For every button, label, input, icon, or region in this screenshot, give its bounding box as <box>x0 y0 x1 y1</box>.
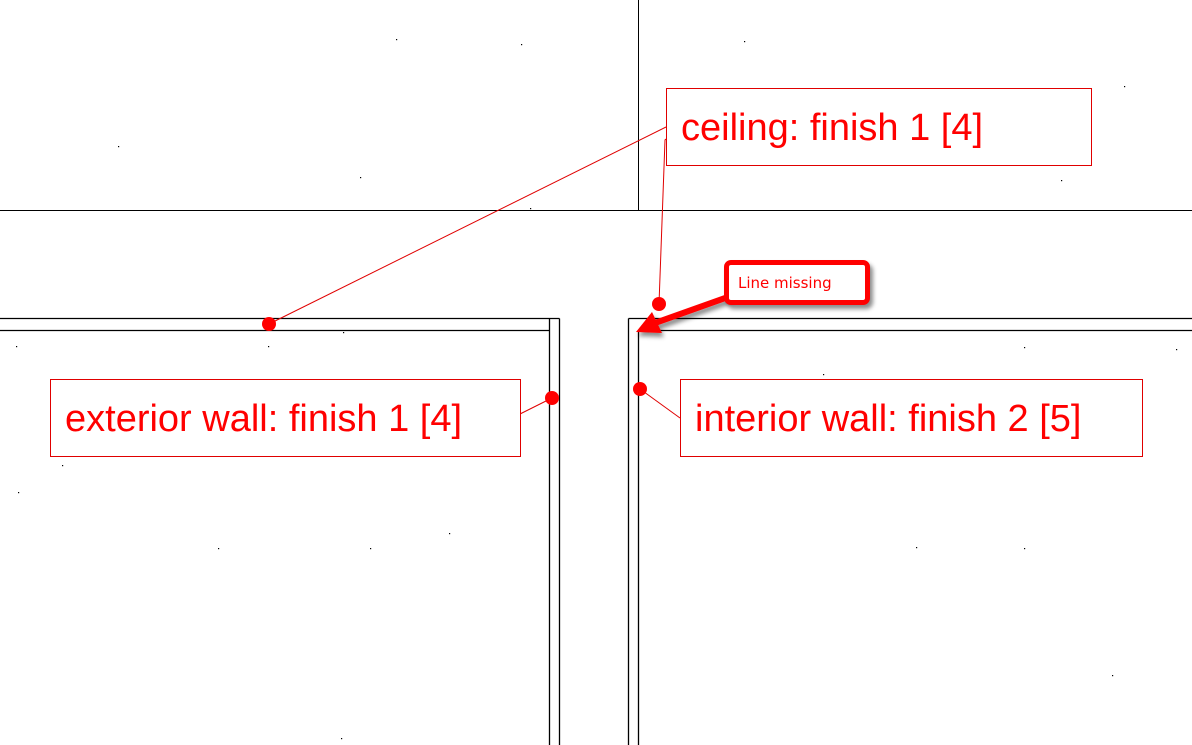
ceiling-finish-text: ceiling: finish 1 [4] <box>681 107 984 149</box>
interior-wall-anchor-dot[interactable] <box>633 382 647 396</box>
ceiling-finish-label[interactable]: ceiling: finish 1 [4] <box>666 88 1092 166</box>
exterior-wall-anchor-dot[interactable] <box>545 391 559 405</box>
callout-arrow-icon <box>636 294 731 333</box>
line-missing-callout: Line missing <box>724 260 870 305</box>
callout-text: Line missing <box>738 273 832 292</box>
interior-wall-finish-text: interior wall: finish 2 [5] <box>695 398 1082 440</box>
leader-lines <box>268 126 681 419</box>
exterior-wall-finish-label[interactable]: exterior wall: finish 1 [4] <box>50 379 521 457</box>
ceiling-anchor-dot-right[interactable] <box>652 297 666 311</box>
interior-wall <box>627 317 1192 745</box>
interior-wall-finish-label[interactable]: interior wall: finish 2 [5] <box>680 379 1143 457</box>
ceiling-anchor-dot-left[interactable] <box>262 317 276 331</box>
exterior-wall-finish-text: exterior wall: finish 1 [4] <box>65 398 463 440</box>
